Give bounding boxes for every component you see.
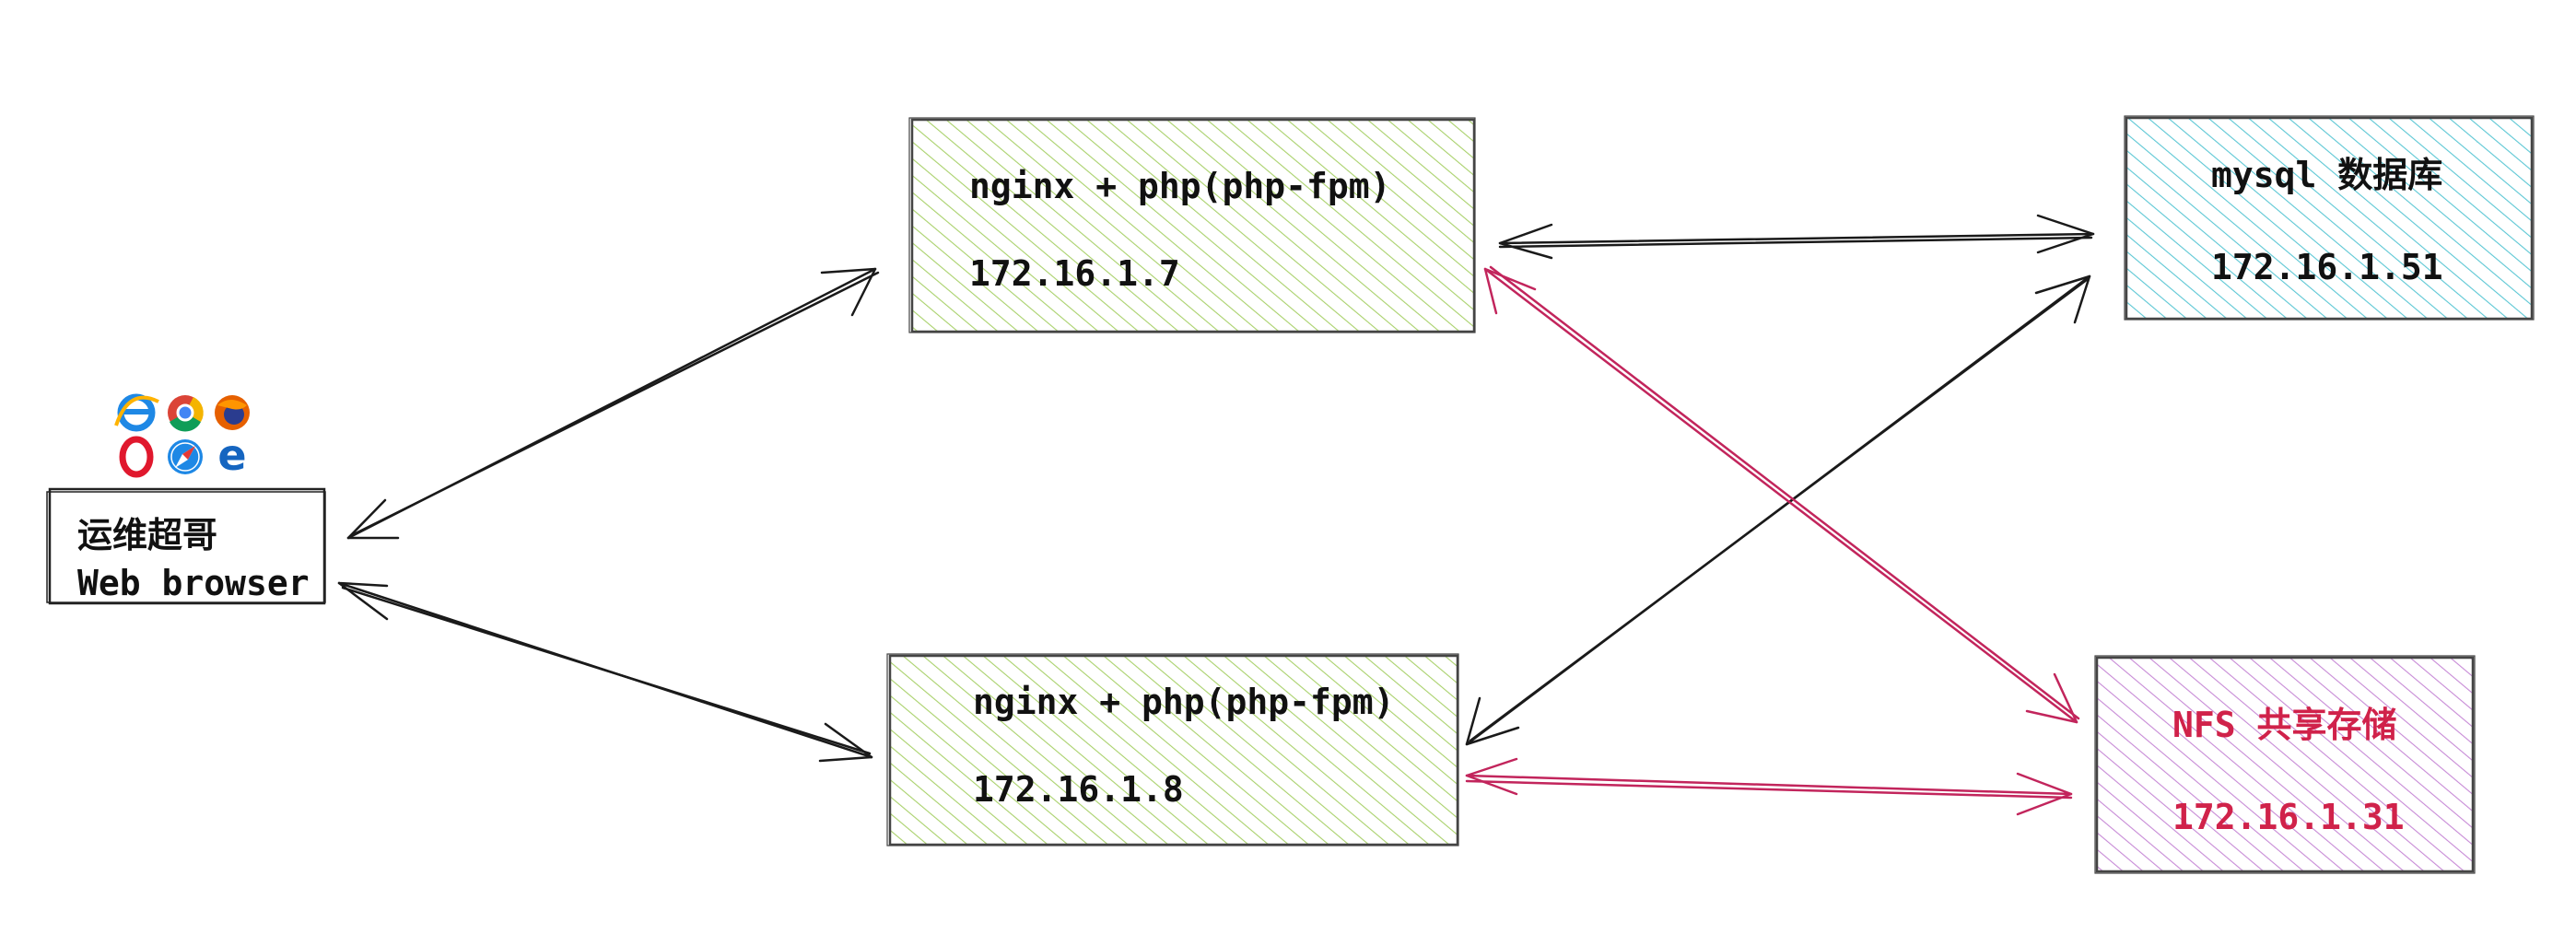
web-server-1-box: nginx + php(php-fpm) 172.16.1.7	[908, 117, 1476, 333]
nfs-ip: 172.16.1.31	[2172, 797, 2405, 837]
firefox-icon	[215, 395, 250, 430]
connector-web1-db	[1498, 214, 2095, 260]
web-server-2-title: nginx + php(php-fpm)	[973, 682, 1395, 722]
chrome-icon	[168, 395, 204, 432]
nfs-title: NFS 共享存储	[2172, 705, 2397, 745]
svg-text:e: e	[217, 430, 246, 480]
client-box: 运维超哥 Web browser	[46, 487, 326, 605]
connector-client-web2	[337, 581, 873, 763]
database-ip: 172.16.1.51	[2211, 247, 2443, 287]
connector-web1-nfs	[1483, 265, 2080, 724]
database-title: mysql 数据库	[2211, 155, 2442, 195]
ie-icon	[114, 393, 159, 432]
database-box: mysql 数据库 172.16.1.51	[2124, 115, 2535, 321]
client-label-line2: Web browser	[77, 563, 310, 603]
safari-icon	[168, 439, 203, 474]
opera-icon	[119, 436, 154, 478]
edge-icon: e	[217, 430, 246, 480]
client-label-line1: 运维超哥	[77, 515, 217, 555]
browser-icons: e	[114, 393, 250, 480]
connector-client-web1	[346, 267, 880, 540]
nfs-storage-box: NFS 共享存储 172.16.1.31	[2094, 655, 2476, 874]
connector-web2-nfs	[1465, 757, 2073, 816]
web-server-1-ip: 172.16.1.7	[969, 253, 1180, 294]
web-server-2-ip: 172.16.1.8	[973, 769, 1184, 810]
web-server-2-box: nginx + php(php-fpm) 172.16.1.8	[886, 653, 1459, 846]
connector-web2-db	[1465, 274, 2091, 746]
web-server-1-title: nginx + php(php-fpm)	[969, 166, 1391, 206]
